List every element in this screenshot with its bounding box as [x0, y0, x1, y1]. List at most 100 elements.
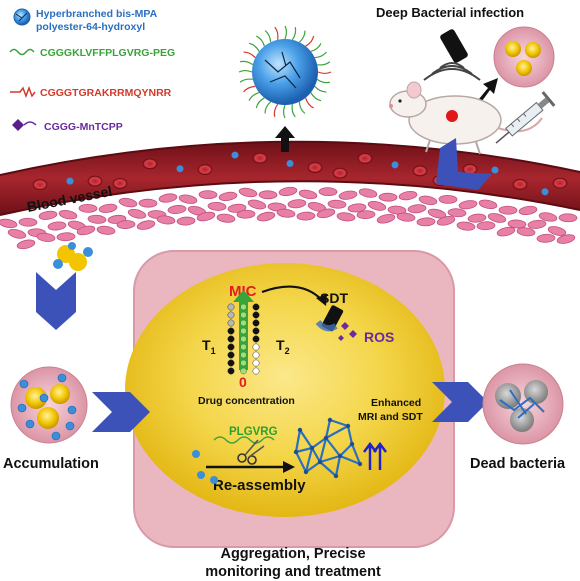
nanoparticle-ligand	[284, 25, 288, 40]
tissue-cell	[16, 239, 36, 250]
tissue-cell	[538, 212, 558, 222]
dose-dot-center	[240, 367, 247, 375]
scissors-icon	[237, 439, 265, 465]
tissue-cell	[116, 220, 136, 229]
fiber-node	[345, 423, 351, 429]
fiber-node	[349, 441, 355, 447]
tissue-cell	[387, 205, 407, 215]
tissue-cell	[167, 205, 187, 215]
syringe-icon	[495, 91, 556, 144]
tissue-cell	[238, 187, 258, 198]
tissue-cell	[178, 194, 198, 204]
dose-dot-right	[252, 311, 260, 319]
reassembly-arrowhead	[283, 461, 295, 473]
fiber-node	[303, 469, 309, 475]
fiber-strand	[325, 437, 341, 457]
dose-dot-right	[252, 343, 260, 351]
tissue-cell	[258, 190, 278, 200]
dose-dot-columns	[227, 303, 260, 375]
dose-dot-center	[240, 343, 247, 351]
tissue-cell	[216, 213, 236, 223]
nanoparticle-ligand	[248, 92, 260, 101]
peg-peptide-icon	[9, 48, 35, 56]
legend-polymer-line1: Hyperbranched bis-MPA	[36, 8, 158, 20]
red-blood-cell	[412, 165, 428, 177]
nanoparticle-ligand	[274, 26, 279, 40]
t1-label: T1	[202, 337, 216, 356]
dose-dot-left	[227, 311, 235, 319]
tissue-cell	[18, 217, 38, 227]
tissue-cell	[496, 226, 516, 237]
fiber-strand	[311, 437, 327, 449]
targeting-peptide-icon	[10, 85, 36, 99]
ultrasound-probe-icon	[423, 29, 481, 81]
vessel-nanoparticle	[541, 188, 549, 196]
mic-to-sdt-arrow	[261, 285, 323, 301]
dead-bacteria-label: Dead bacteria	[470, 456, 566, 472]
vessel-nanoparticle	[491, 166, 499, 174]
tissue-cell	[47, 221, 67, 231]
vessel-nanoparticle	[176, 165, 184, 173]
accumulated-nanoparticle	[19, 379, 29, 389]
red-blood-cell	[112, 178, 128, 189]
fiber-strand	[319, 454, 341, 464]
tissue-cell	[338, 190, 358, 200]
zero-label: 0	[239, 374, 247, 390]
tissue-cell	[427, 208, 447, 219]
tissue-cell	[356, 210, 376, 220]
injection-chevron-arrow	[436, 138, 492, 190]
tissue-cell	[38, 210, 58, 220]
tissue-cell	[467, 213, 487, 223]
extravasation-cluster	[53, 242, 93, 271]
fiber-strand	[329, 418, 349, 428]
mntcpp-icon	[12, 119, 37, 131]
bottom-title-line2: monitoring and treatment	[205, 564, 381, 580]
tissue-cell	[518, 205, 538, 216]
fiber-node	[317, 459, 323, 465]
dose-dot-right	[252, 367, 260, 375]
tissue-cell	[58, 209, 78, 220]
fibrous-network	[293, 417, 363, 479]
fiber-strand	[294, 429, 302, 453]
nanoparticle-ligand	[317, 71, 332, 75]
dose-dot-center	[240, 319, 247, 327]
accumulated-nanoparticle	[65, 421, 75, 431]
tissue-cell	[296, 211, 316, 221]
tissue-cell	[156, 215, 176, 225]
tissue-cell	[127, 208, 147, 219]
vessel-nanoparticles	[66, 151, 549, 196]
fiber-strand	[350, 443, 362, 465]
nanoparticle-illustration	[238, 25, 332, 119]
tissue-cell	[316, 208, 336, 219]
legend-polymer-line2: polyester-64-hydroxyl	[36, 21, 145, 33]
red-blood-cell	[252, 152, 268, 164]
enhanced-line2: MRI and SDT	[358, 411, 423, 423]
red-blood-cell	[197, 164, 213, 175]
tissue-cell	[176, 216, 196, 226]
t2-label: T2	[276, 337, 290, 356]
fiber-strand	[311, 447, 321, 463]
tissue-cell	[218, 191, 238, 202]
dose-dot-left	[227, 351, 235, 359]
red-blood-cell	[357, 152, 373, 164]
tissue-cell	[118, 197, 138, 208]
fiber-node	[293, 449, 299, 455]
tissue-cell	[198, 190, 218, 200]
tissue-cell	[378, 192, 398, 202]
dose-dot-left	[227, 335, 235, 343]
dose-dot-left	[227, 343, 235, 351]
vessel-nanoparticle	[286, 159, 294, 167]
concentration-arrow	[233, 290, 254, 370]
tissue-cell	[367, 201, 387, 211]
tissue-cell	[327, 199, 347, 209]
chevron-into-panel	[92, 392, 150, 432]
nanoparticle-ligand	[264, 101, 272, 114]
accumulation-label: Accumulation	[3, 456, 99, 472]
fiber-strand	[346, 425, 354, 445]
nanoparticle-ligand	[282, 104, 286, 119]
release-arrow-up	[275, 126, 295, 152]
tissue-cell	[318, 187, 338, 197]
nanoparticle-ligand	[255, 97, 265, 109]
tissue-cell	[456, 221, 476, 231]
